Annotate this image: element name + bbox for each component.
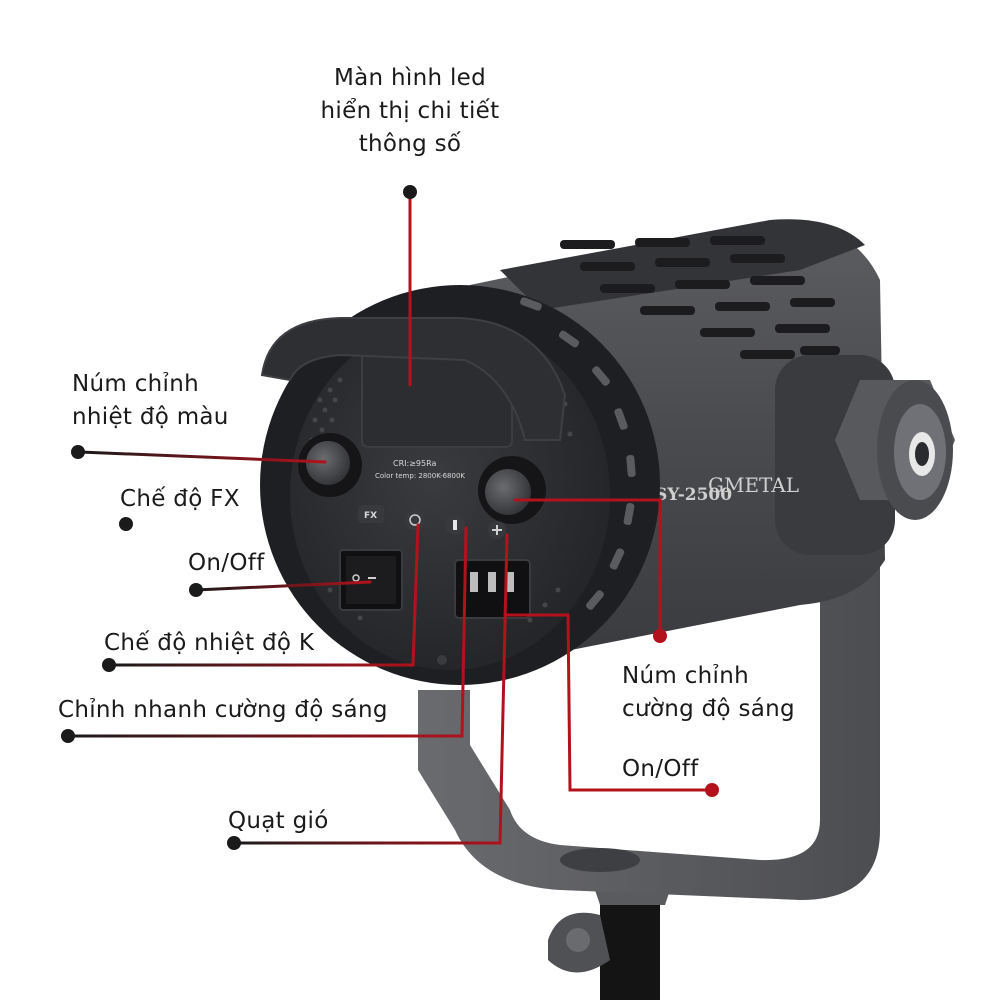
leader-onoff-right (503, 613, 714, 792)
label-color-temp-knob: Núm chỉnh nhiệt độ màu (72, 371, 229, 430)
power-rocker-switch[interactable] (339, 549, 403, 611)
dot-onoff-left (189, 583, 203, 597)
label-fx-mode: Chế độ FX (120, 486, 240, 512)
dot-onoff-right (705, 783, 719, 797)
leader-quick-brightness (66, 526, 468, 738)
panel-cri-text: CRI:≥95Ra (393, 459, 436, 468)
label-on-off-left: On/Off (188, 550, 265, 576)
brightness-knob[interactable] (478, 456, 546, 524)
power-inlet (454, 559, 531, 619)
k-mode-button[interactable] (405, 510, 425, 530)
label-fan: Quạt gió (228, 808, 329, 834)
label-quick-brightness: Chỉnh nhanh cường độ sáng (58, 697, 388, 723)
model-text: SY-2500 (655, 485, 732, 505)
leader-k-mode (108, 523, 420, 667)
panel-colortemp-text: Color temp: 2800K-6800K (375, 472, 465, 480)
leader-dots (61, 185, 719, 850)
leader-lines (66, 190, 714, 845)
leader-fan (232, 533, 509, 845)
dot-k-mode (102, 658, 116, 672)
label-led-screen: Màn hình led hiển thị chi tiết thông số (320, 65, 500, 157)
leader-onoff-left (194, 580, 372, 592)
leader-color-temp-knob (78, 450, 327, 464)
vent-slots (560, 236, 840, 359)
dot-quick-brightness (61, 729, 75, 743)
quick-brightness-button[interactable] (445, 515, 465, 535)
fx-button-label: FX (364, 511, 377, 521)
label-k-temp-mode: Chế độ nhiệt độ K (104, 630, 315, 656)
label-brightness-knob: Núm chỉnh cường độ sáng (622, 663, 795, 722)
label-on-off-right: On/Off (622, 756, 699, 782)
dot-led-screen (403, 185, 417, 199)
dot-color-temp-knob (71, 445, 85, 459)
dot-fan (227, 836, 241, 850)
dot-fx (119, 517, 133, 531)
fan-icon (488, 521, 506, 539)
color-temp-knob[interactable] (298, 433, 362, 497)
brand-text: GMETAL (708, 473, 799, 497)
rear-panel: CRI:≥95Ra Color temp: 2800K-6800K FX (260, 285, 660, 685)
leader-brightness-knob (513, 498, 662, 637)
dot-brightness-knob (653, 629, 667, 643)
fx-button[interactable]: FX (358, 505, 384, 523)
handle (260, 317, 567, 441)
